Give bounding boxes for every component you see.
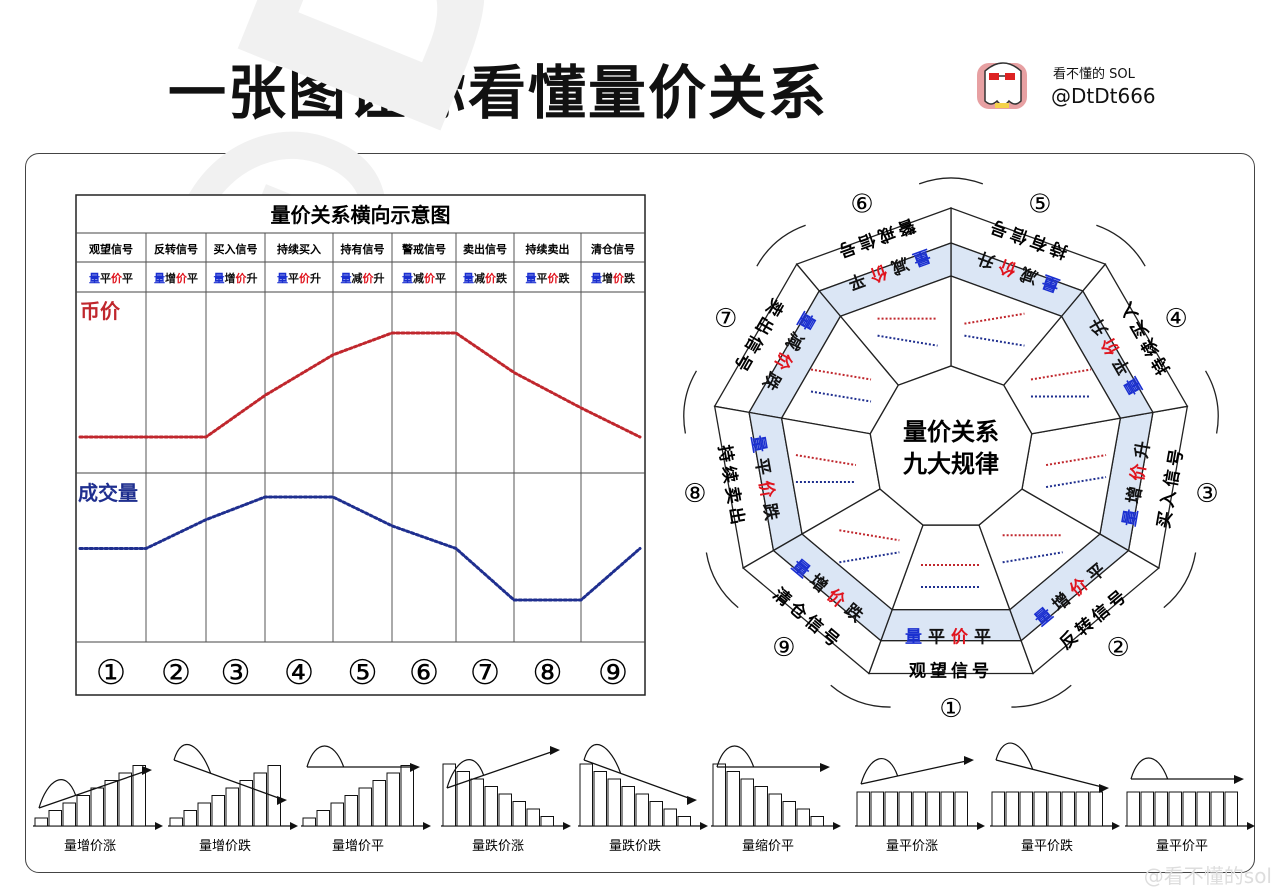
step-number: ⑥ xyxy=(409,653,439,693)
mini-chart-label: 量跌价涨 xyxy=(472,838,524,854)
chart-title: 量价关系横向示意图 xyxy=(271,203,451,227)
step-number: ⑦ xyxy=(470,653,500,693)
footer-watermark: @看不懂的sol xyxy=(1143,864,1272,888)
cycle-arrow-icon xyxy=(683,370,698,434)
cycle-arrow-icon xyxy=(918,177,984,185)
relation-label: 量平价平 xyxy=(89,272,133,285)
mini-chart-label: 量增价跌 xyxy=(199,838,251,854)
step-number: ④ xyxy=(284,653,314,693)
segment-number: ⑦ xyxy=(714,304,737,334)
mini-chart-label: 量平价涨 xyxy=(886,839,938,854)
relation-label: 量增价平 xyxy=(154,271,198,285)
step-number: ⑤ xyxy=(347,653,377,693)
relation-label: 量减价平 xyxy=(402,271,446,285)
segment-number: ② xyxy=(1106,633,1129,663)
mini-chart: 量跌价跌 xyxy=(578,743,708,854)
mini-chart-label: 量平价跌 xyxy=(1021,838,1073,854)
author-block: 看不懂的 SOL @DtDt666 xyxy=(975,57,1175,113)
avatar xyxy=(977,62,1027,109)
segment-relation: 量平价平 xyxy=(905,627,997,648)
mini-chart-label: 量增价平 xyxy=(332,839,384,854)
cycle-arrow-icon xyxy=(1163,552,1197,609)
mini-chart: 量平价跌 xyxy=(990,742,1120,854)
price-axis-label: 币价 xyxy=(80,299,121,323)
volume-axis-label: 成交量 xyxy=(78,481,138,505)
mini-chart-label: 量平价平 xyxy=(1156,839,1208,854)
relation-label: 量减价升 xyxy=(341,271,385,285)
center-title-line2: 九大规律 xyxy=(902,450,999,478)
segment-number: ⑤ xyxy=(1028,190,1051,220)
cycle-arrow-icon xyxy=(756,224,806,267)
step-number: ⑨ xyxy=(598,653,628,693)
cycle-arrow-icon xyxy=(1096,224,1146,267)
mini-chart-label: 量增价涨 xyxy=(64,839,116,854)
step-number: ⑧ xyxy=(532,653,562,693)
relation-label: 量平价升 xyxy=(277,271,321,285)
signal-label: 卖出信号 xyxy=(463,242,507,256)
relation-label: 量增价跌 xyxy=(591,271,636,285)
signal-label: 反转信号 xyxy=(154,242,198,256)
mini-chart-label: 量跌价跌 xyxy=(609,838,661,854)
signal-label: 持续卖出 xyxy=(526,242,570,256)
segment-number: ④ xyxy=(1165,304,1188,334)
author-name: 看不懂的 SOL xyxy=(1053,67,1135,82)
segment-number: ⑥ xyxy=(850,190,873,220)
segment-signal: 观望信号 xyxy=(908,661,993,682)
relation-label: 量减价跌 xyxy=(463,271,508,285)
volume-line xyxy=(78,495,642,602)
cycle-arrow-icon xyxy=(1204,370,1219,434)
segment-relation: 量增价升 xyxy=(1119,434,1156,528)
step-number: ③ xyxy=(220,653,250,693)
segment-number: ⑨ xyxy=(772,633,795,663)
signal-label: 观望信号 xyxy=(89,242,133,256)
mini-chart: 量增价平 xyxy=(301,745,431,854)
relation-label: 量平价跌 xyxy=(526,271,571,285)
signal-label: 警戒信号 xyxy=(401,242,446,256)
cycle-arrow-icon xyxy=(830,684,891,708)
mini-chart: 量平价涨 xyxy=(855,756,985,854)
page-title: 一张图让你看懂量价关系 xyxy=(168,59,829,127)
signal-label: 持续买入 xyxy=(277,242,321,256)
step-number: ② xyxy=(161,653,191,693)
signal-label: 持有信号 xyxy=(341,242,385,256)
mini-charts-row: 量增价涨 量增价跌 量增价平 量跌价涨 量跌价跌 量缩价平 量平价涨 量平价跌 量平价平 xyxy=(33,742,1255,854)
signal-label: 买入信号 xyxy=(214,242,258,256)
segment-relation: 量平价跌 xyxy=(747,434,784,528)
segment-number: ① xyxy=(939,694,962,724)
content-card xyxy=(25,153,1255,873)
mini-chart: 量平价平 xyxy=(1125,757,1255,854)
center-title-line1: 量价关系 xyxy=(903,418,999,446)
mini-chart: 量缩价平 xyxy=(711,745,841,854)
mini-chart: 量增价涨 xyxy=(33,765,163,854)
relation-label: 量增价升 xyxy=(214,271,258,285)
cycle-arrow-icon xyxy=(1011,684,1072,708)
cycle-arrow-icon xyxy=(705,552,739,609)
price-line xyxy=(78,331,642,439)
mini-chart-label: 量缩价平 xyxy=(742,838,794,854)
mini-chart: 量增价跌 xyxy=(168,743,298,854)
signal-label: 清仓信号 xyxy=(591,242,635,256)
segment-number: ③ xyxy=(1195,479,1218,509)
author-handle: @DtDt666 xyxy=(1051,84,1156,108)
mini-chart: 量跌价涨 xyxy=(441,746,571,854)
step-number: ① xyxy=(96,653,126,693)
segment-number: ⑧ xyxy=(683,479,706,509)
